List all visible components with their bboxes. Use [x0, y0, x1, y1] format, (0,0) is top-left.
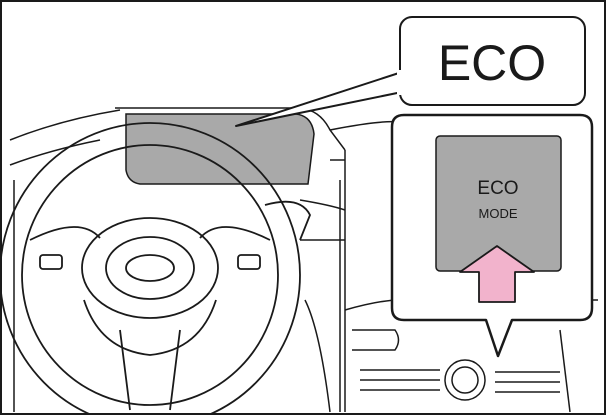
instrument-display [125, 113, 315, 185]
callout-bubble-icon [399, 16, 586, 106]
button-callout: ECO MODE [390, 113, 594, 358]
callout-pointer [235, 71, 403, 127]
press-arrow-icon [459, 245, 535, 303]
eco-button-label-line1: ECO [477, 178, 518, 199]
dashboard-outline [9, 107, 598, 413]
display-eco-label: ECO [438, 35, 546, 91]
display-callout: ECO [235, 16, 586, 127]
eco-button-label-line2: MODE [479, 206, 518, 221]
steering-wheel-icon [0, 122, 311, 420]
